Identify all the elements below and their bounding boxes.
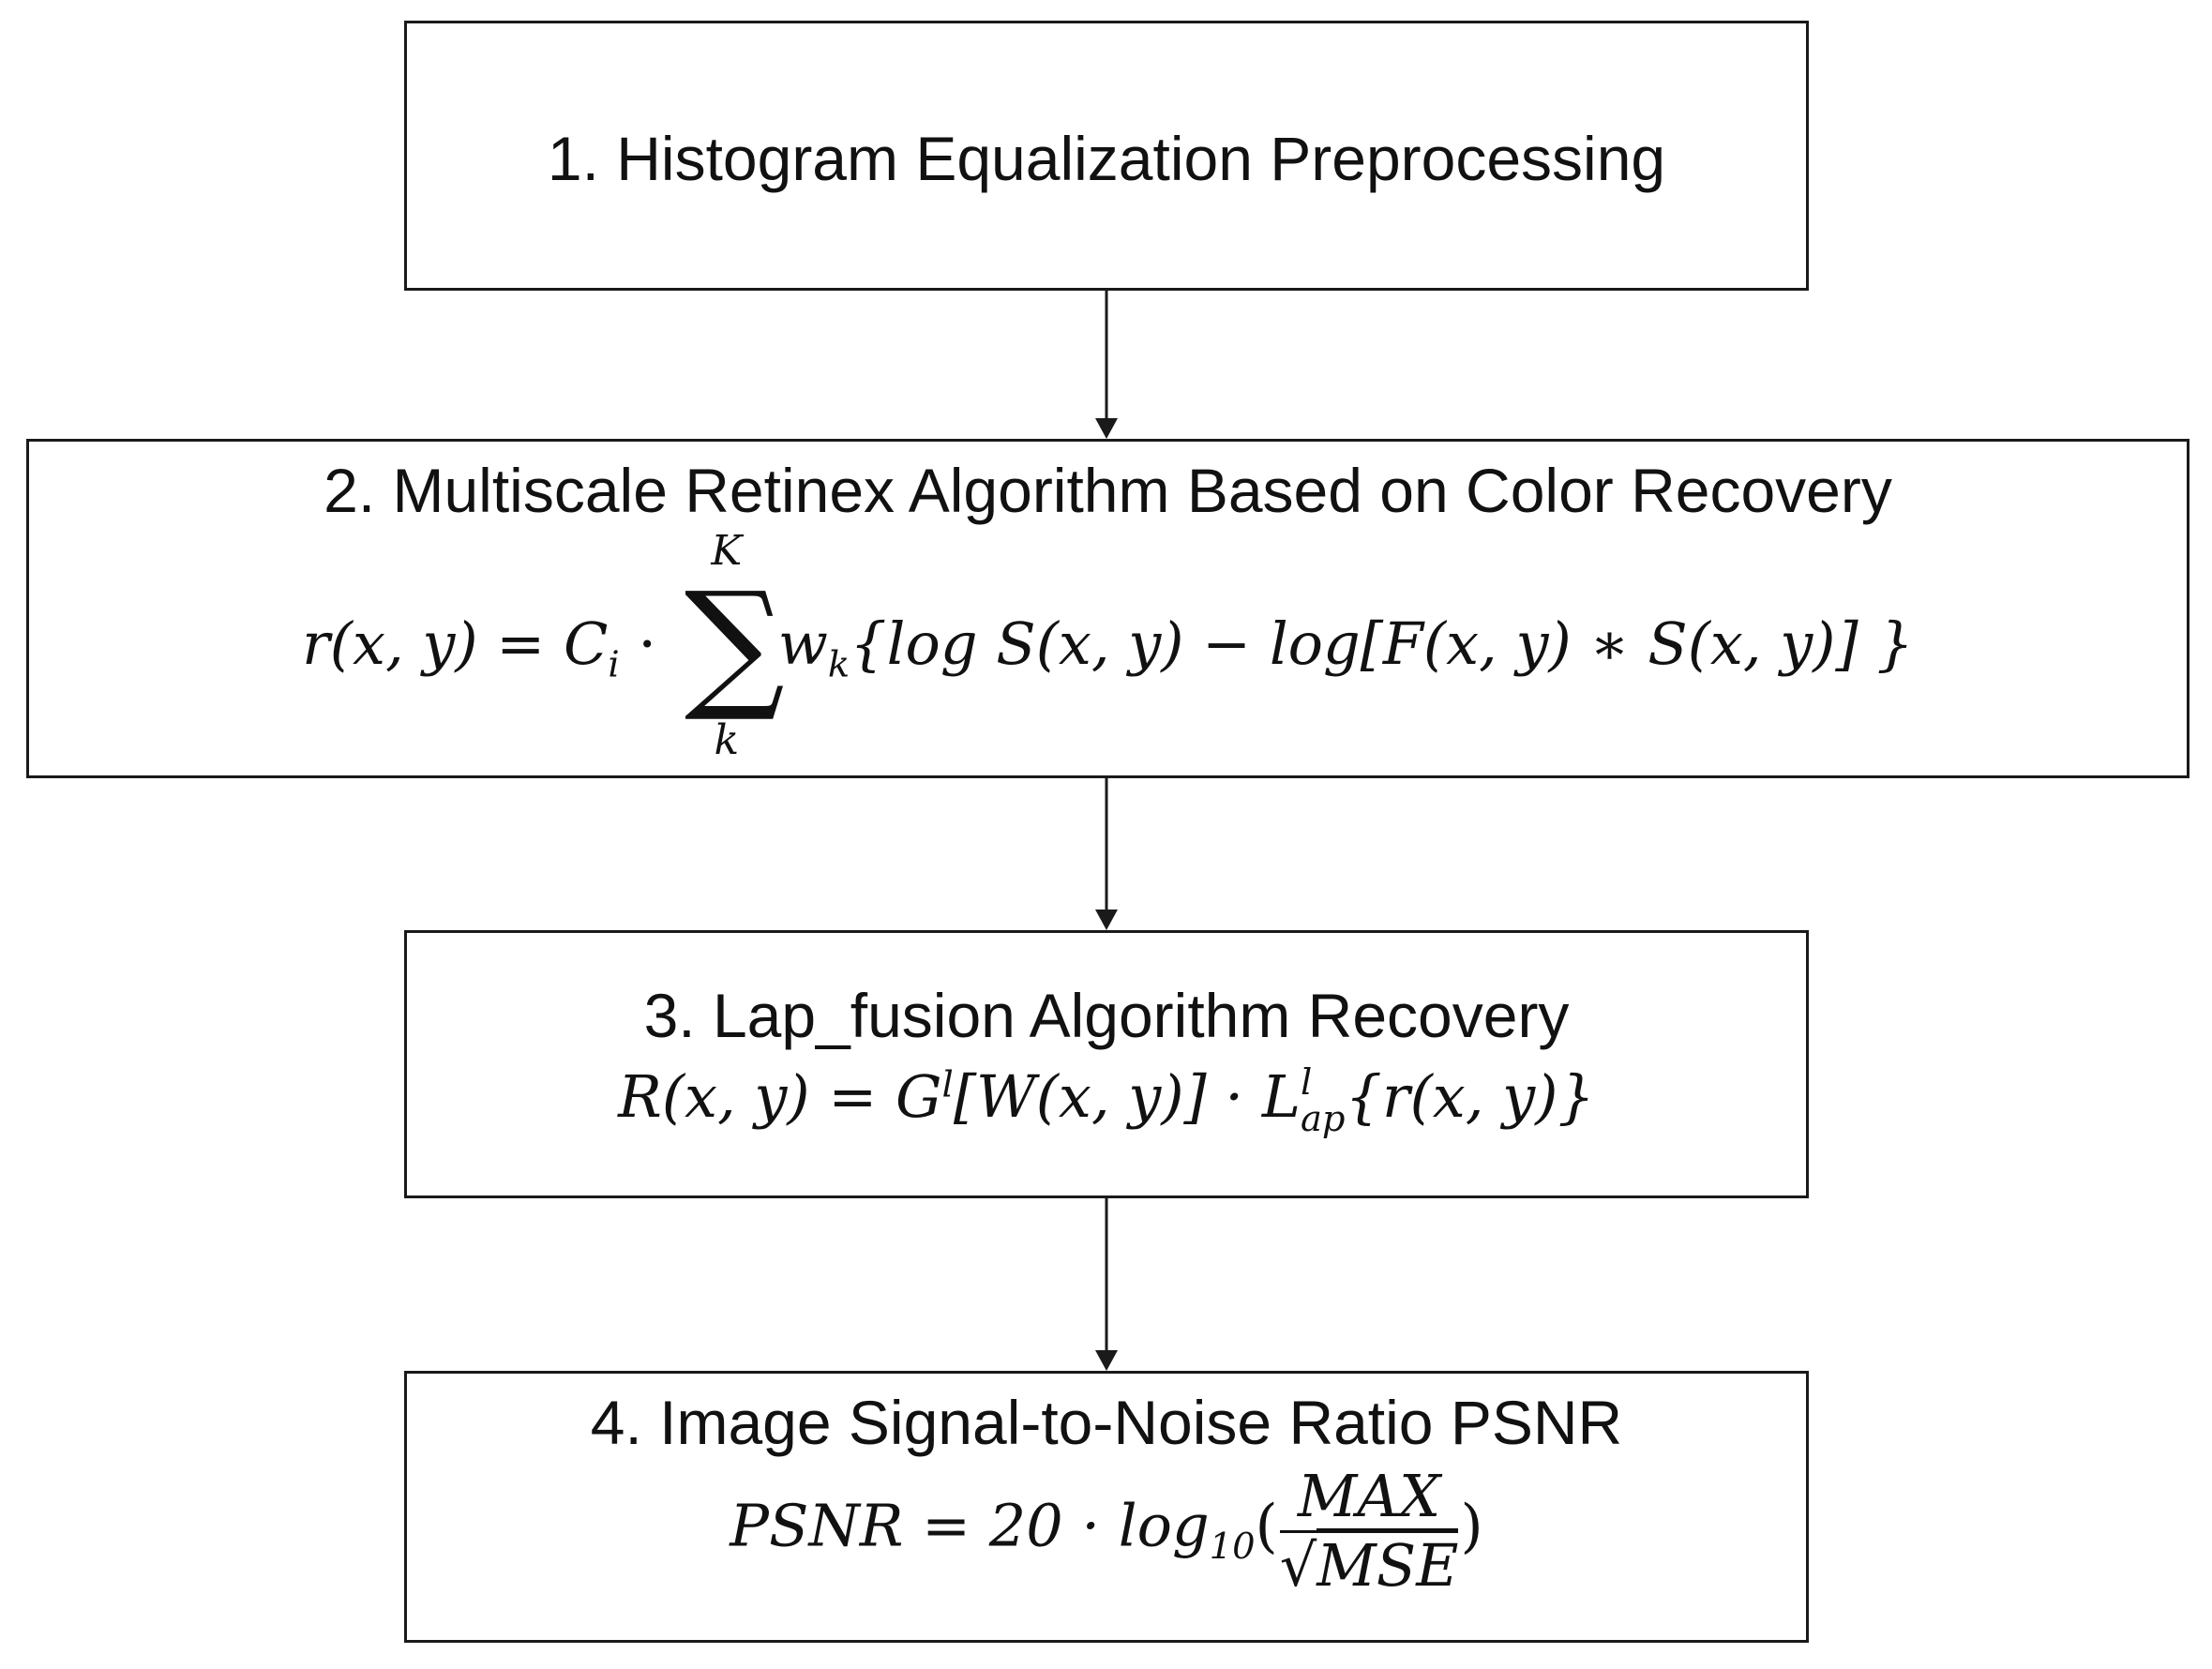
eq3-lhs: R(x, y) = G [618, 1062, 942, 1131]
eq4-open-paren: ( [1255, 1491, 1278, 1560]
eq4-log-sub: 10 [1209, 1526, 1256, 1569]
fraction-denominator: √MSE [1280, 1528, 1459, 1601]
eq2-dot: · [638, 609, 657, 678]
eq3-g-sup: l [941, 1063, 954, 1106]
step-2-equation: r(x, y) = Ci · K ∑ k wk{log S(x, y) − lo… [29, 530, 2187, 777]
step-2-box: 2. Multiscale Retinex Algorithm Based on… [26, 439, 2189, 778]
step-4-title: 4. Image Signal-to-Noise Ratio PSNR [590, 1388, 1623, 1457]
eq3-l-sup: l [1301, 1061, 1313, 1105]
radicand: MSE [1317, 1528, 1459, 1601]
step-3-title: 3. Lap_fusion Algorithm Recovery [643, 981, 1570, 1050]
sigma-symbol: ∑ [684, 562, 785, 726]
sum-upper-limit: K [711, 526, 743, 575]
eq2-weight: w [777, 609, 828, 678]
arrow-1-to-2 [1095, 289, 1118, 439]
step-1-box: 1. Histogram Equalization Preprocessing [404, 21, 1809, 291]
step-1-title: 1. Histogram Equalization Preprocessing [547, 124, 1666, 193]
eq4-close-paren: ) [1460, 1491, 1483, 1560]
step-4-equation: PSNR = 20 · log10(MAX√MSE) [407, 1466, 1806, 1601]
arrow-3-to-4 [1095, 1196, 1118, 1371]
fraction: MAX√MSE [1279, 1466, 1459, 1601]
eq3-l-sub: ap [1301, 1097, 1346, 1140]
eq4-lhs: PSNR = 20 · log [730, 1491, 1210, 1560]
step-3-box: 3. Lap_fusion Algorithm Recovery R(x, y)… [404, 930, 1809, 1198]
eq2-lhs: r(x, y) = C [302, 609, 609, 678]
eq3-mid: [W(x, y)] · L [953, 1062, 1301, 1131]
arrow-2-to-3 [1095, 776, 1118, 930]
fraction-numerator: MAX [1279, 1466, 1459, 1534]
step-2-title: 2. Multiscale Retinex Algorithm Based on… [324, 456, 1892, 525]
eq2-weight-sub: k [827, 643, 850, 686]
summation: K ∑ k [684, 530, 785, 764]
step-4-box: 4. Image Signal-to-Noise Ratio PSNR PSNR… [404, 1371, 1809, 1643]
radical-symbol: √ [1279, 1531, 1317, 1601]
eq2-lhs-sub: i [608, 643, 620, 686]
sum-lower-limit: k [714, 715, 740, 764]
eq2-rhs: {log S(x, y) − log[F(x, y) ∗ S(x, y)] } [850, 609, 1914, 678]
eq3-rhs: {r(x, y)} [1345, 1062, 1595, 1131]
